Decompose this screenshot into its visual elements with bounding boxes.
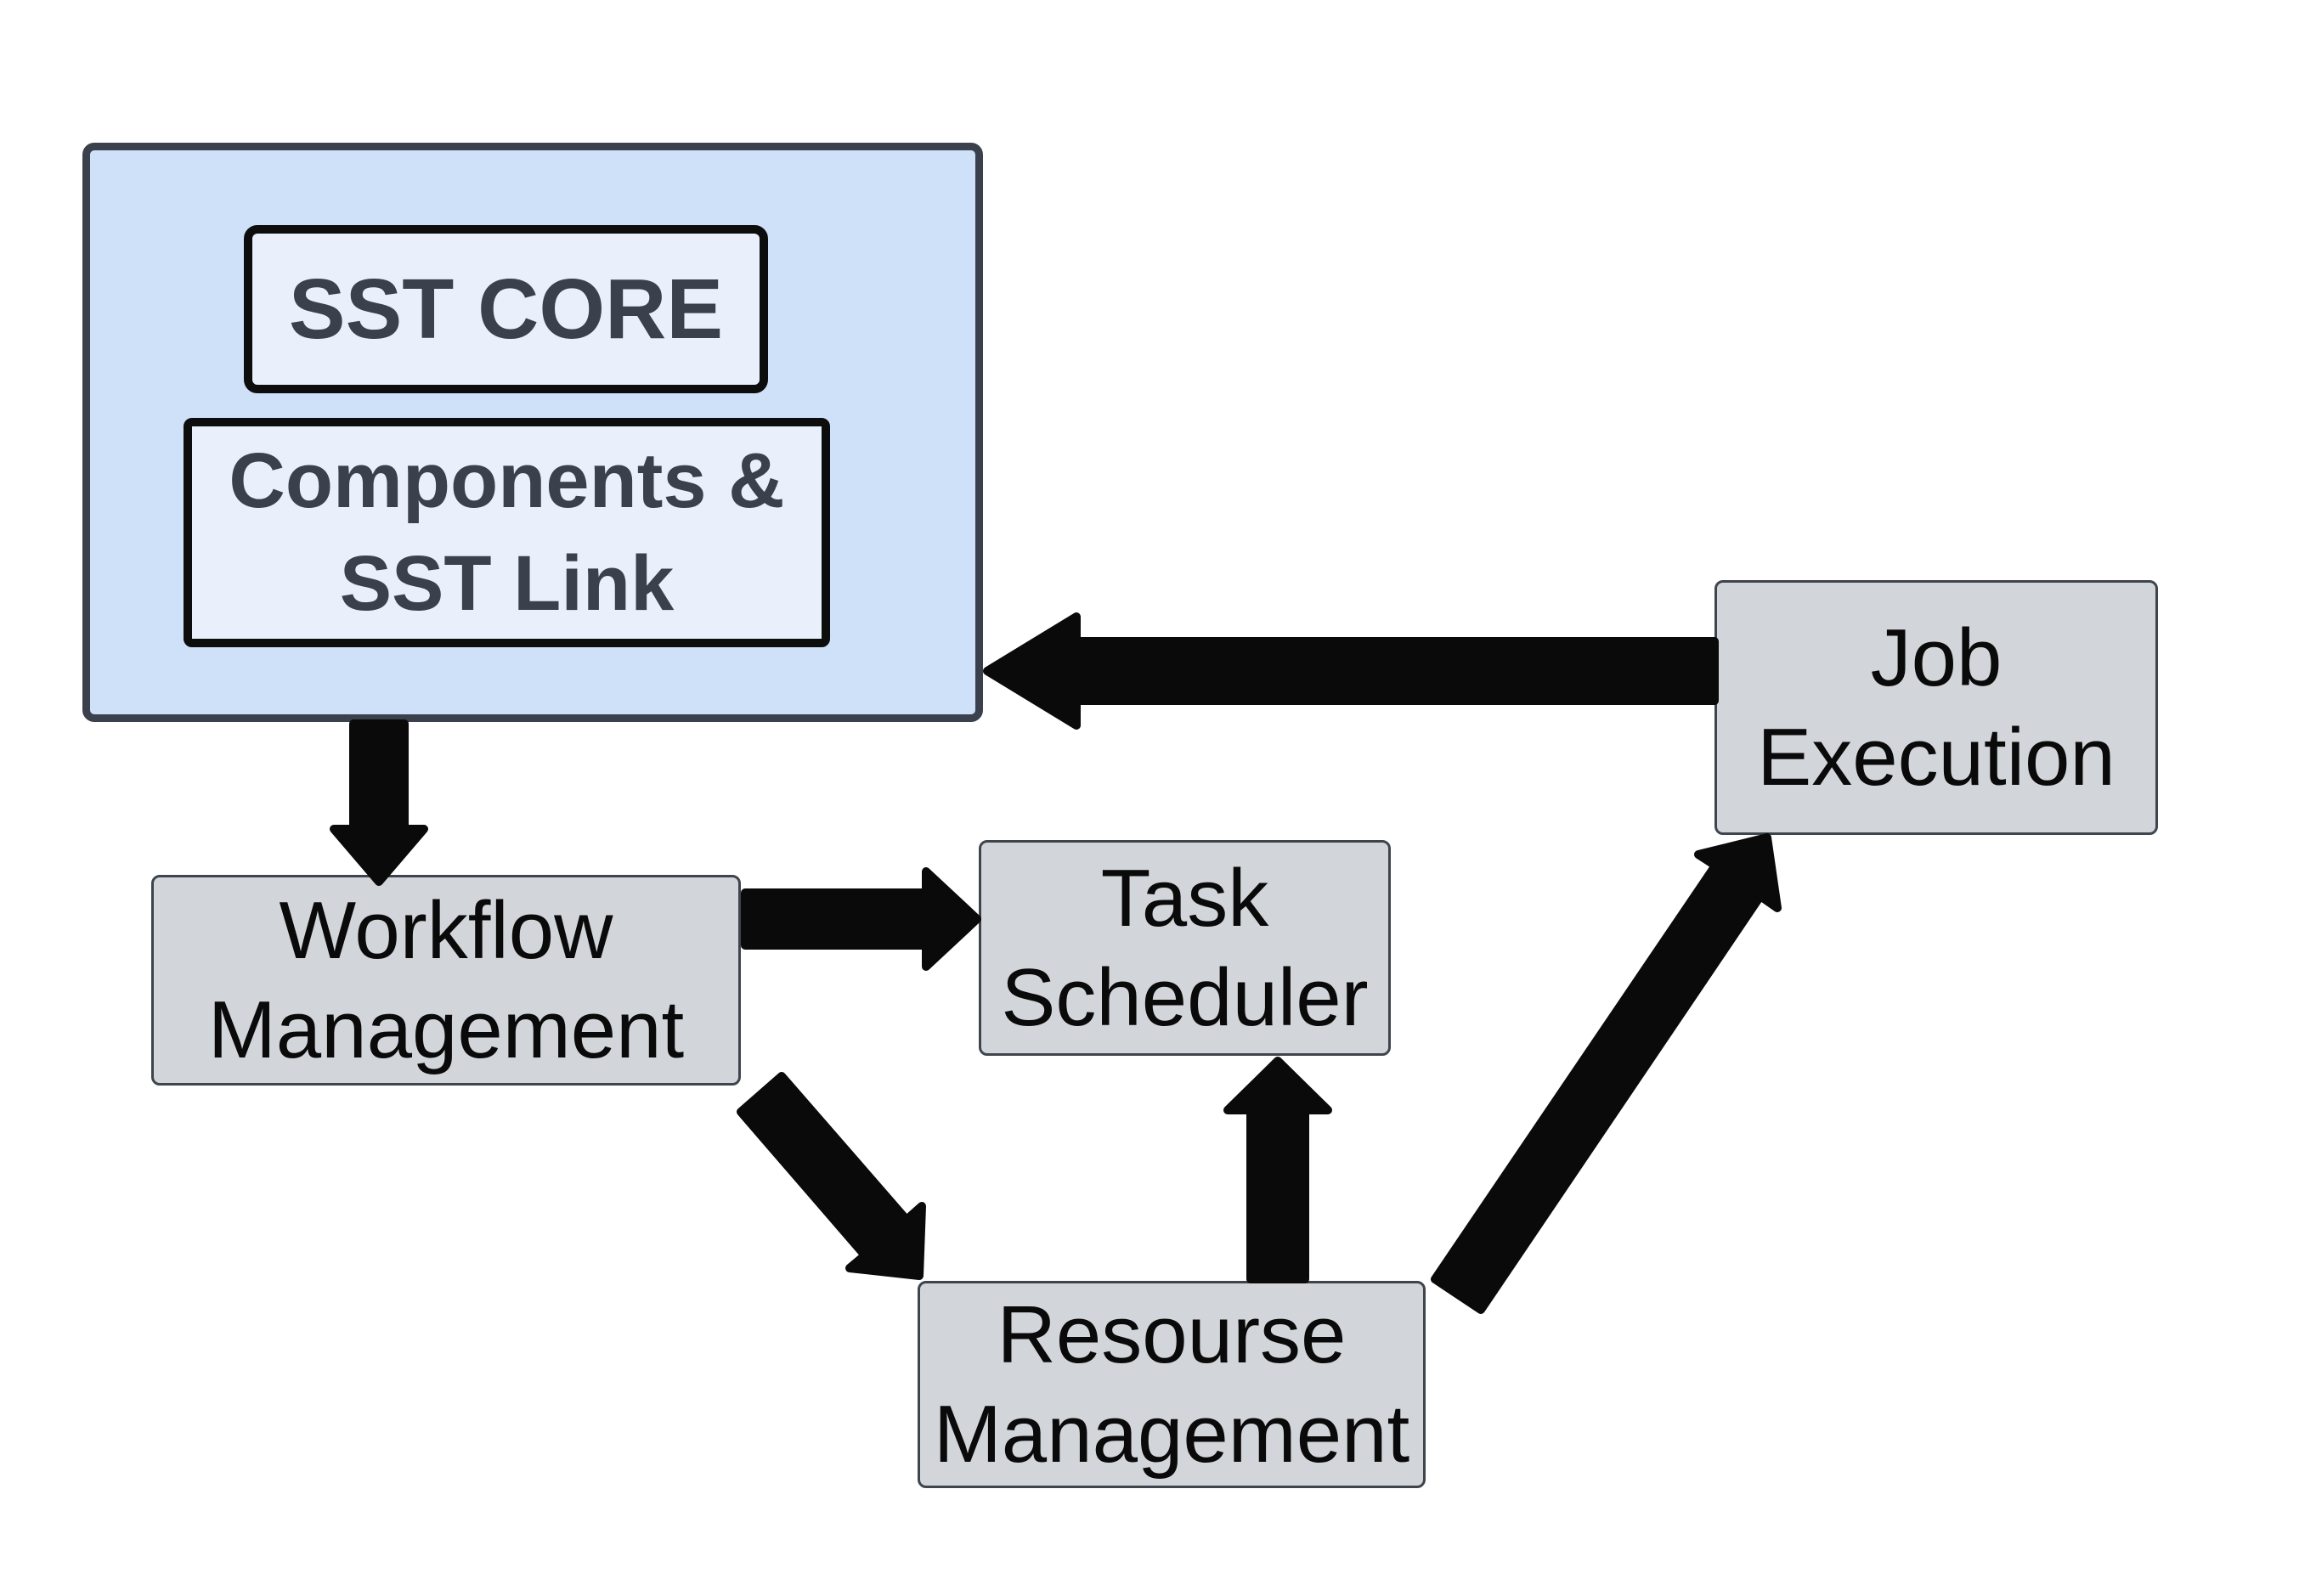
workflow-label-line2: Management [207, 984, 685, 1075]
task-scheduler-label-line2: Scheduler [1001, 952, 1369, 1043]
arrow-resource-to-task-scheduler [1223, 1057, 1332, 1283]
workflow-management-box: Workflow Management [151, 875, 741, 1086]
resource-management-box: Resourse Management [918, 1281, 1426, 1488]
arrow-core-to-workflow [330, 719, 428, 886]
job-execution-label-line1: Job [1870, 612, 2002, 703]
arrow-workflow-to-resource [737, 1072, 926, 1280]
job-execution-box: Job Execution [1714, 580, 2158, 835]
resource-label-line2: Management [933, 1389, 1410, 1480]
sst-core-box: SST CORE [244, 225, 768, 393]
job-execution-label-line2: Execution [1757, 712, 2115, 803]
arrow-job-execution-to-core [983, 612, 1719, 730]
workflow-label-line1: Workflow [279, 884, 613, 976]
sst-core-container: SST CORE Components & SST Link [82, 143, 983, 722]
components-sst-link-box: Components & SST Link [184, 418, 830, 647]
sst-core-label: SST CORE [288, 261, 724, 357]
task-scheduler-box: Task Scheduler [979, 840, 1391, 1056]
arrow-workflow-to-task-scheduler [741, 867, 981, 971]
arrow-resource-to-job-execution [1431, 833, 1782, 1314]
task-scheduler-label-line1: Task [1100, 852, 1269, 944]
components-label-line1: Components & [229, 437, 785, 524]
components-label-line2: SST Link [339, 540, 675, 627]
resource-label-line1: Resourse [997, 1289, 1347, 1380]
